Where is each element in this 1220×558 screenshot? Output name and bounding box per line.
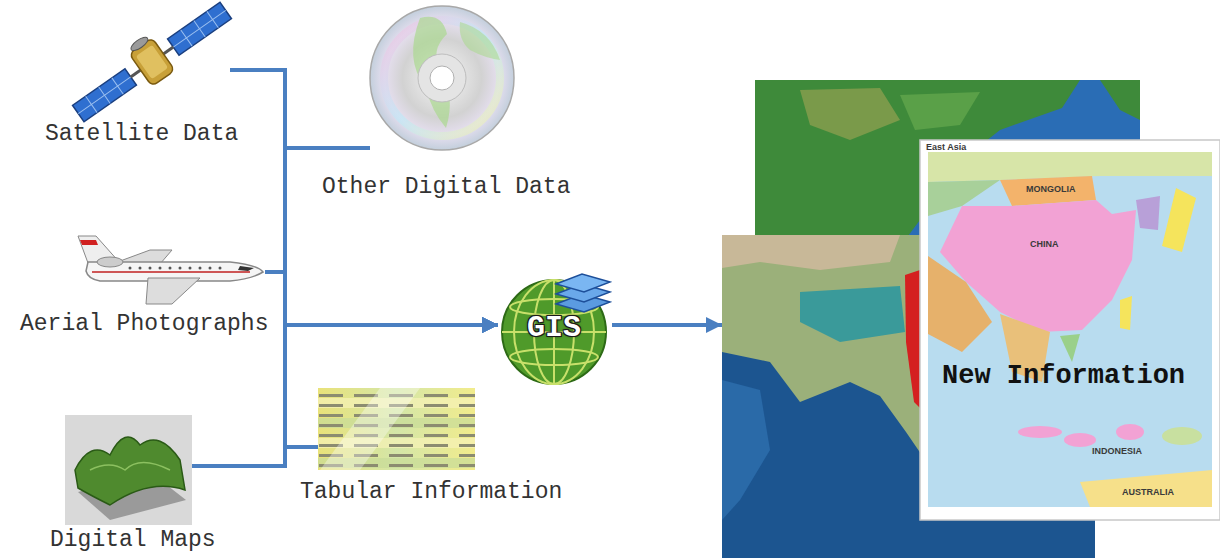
cd-icon-part bbox=[418, 54, 466, 102]
political-map-part bbox=[928, 152, 1212, 507]
political-map bbox=[920, 140, 1220, 520]
airplane-icon-part bbox=[149, 267, 152, 270]
political-map-part bbox=[920, 140, 1220, 520]
source-label: Aerial Photographs bbox=[20, 312, 268, 337]
topographic-map-part bbox=[800, 88, 900, 140]
map-label: INDONESIA bbox=[1092, 447, 1142, 457]
political-map-part bbox=[1120, 296, 1132, 330]
airplane-icon-part bbox=[80, 240, 98, 245]
airplane-icon bbox=[78, 236, 263, 304]
satellite-icon-part bbox=[136, 45, 168, 79]
satellite-source: Satellite Data bbox=[80, 0, 230, 112]
physical-map-part bbox=[722, 380, 770, 520]
political-map-part bbox=[1064, 433, 1096, 447]
table-icon bbox=[318, 388, 475, 470]
cd-icon-part bbox=[370, 6, 514, 150]
table-icon-part bbox=[318, 388, 475, 470]
airplane-icon-part bbox=[92, 271, 250, 273]
digital-data-source: Other Digital Data bbox=[370, 5, 515, 151]
cd-icon bbox=[370, 6, 514, 150]
flow-arrow bbox=[265, 272, 498, 325]
airplane-icon-part bbox=[189, 267, 192, 270]
cd-icon-part bbox=[430, 66, 454, 90]
airplane-icon-part bbox=[179, 267, 182, 270]
map-label: MONGOLIA bbox=[1026, 185, 1076, 195]
political-map-part bbox=[1116, 424, 1144, 440]
satellite-icon-part bbox=[173, 10, 225, 47]
terrain-map-icon-part bbox=[90, 463, 170, 471]
political-map-part bbox=[1162, 427, 1202, 445]
table-icon-part bbox=[320, 388, 420, 470]
cd-icon-part bbox=[460, 22, 500, 60]
terrain-map-icon bbox=[65, 415, 192, 525]
source-label: Tabular Information bbox=[300, 480, 562, 505]
airplane-icon-part bbox=[129, 267, 132, 270]
satellite-icon bbox=[63, 0, 237, 130]
flow-arrow bbox=[612, 323, 722, 327]
airplane-icon-part bbox=[146, 278, 200, 304]
political-map-part bbox=[1162, 188, 1196, 252]
satellite-icon-part bbox=[168, 2, 232, 55]
political-map-part bbox=[1060, 334, 1080, 362]
map-label: East Asia bbox=[926, 143, 966, 153]
physical-map-part bbox=[722, 235, 900, 270]
political-map-part bbox=[1080, 470, 1212, 507]
physical-map-part bbox=[800, 286, 905, 342]
node-text: New Information bbox=[942, 362, 1185, 392]
terrain-map-icon-part bbox=[75, 437, 185, 505]
map-output: New Information bbox=[722, 80, 1220, 558]
satellite-icon-part bbox=[78, 77, 130, 114]
airplane-icon-part bbox=[159, 267, 162, 270]
satellite-icon-part bbox=[129, 35, 150, 53]
airplane-icon-part bbox=[209, 267, 212, 270]
flow-arrow bbox=[192, 325, 498, 466]
political-map-part bbox=[1136, 196, 1160, 230]
map-label: CHINA bbox=[1030, 240, 1059, 250]
airplane-icon-part bbox=[219, 267, 222, 270]
airplane-icon-part bbox=[199, 267, 202, 270]
globe-symbol-part bbox=[556, 274, 610, 292]
globe-symbol-part bbox=[510, 349, 598, 365]
gis-globe: GIS bbox=[498, 262, 612, 388]
terrain-map-icon-part bbox=[65, 415, 192, 525]
source-label: Digital Maps bbox=[50, 528, 216, 553]
flow-arrow bbox=[285, 325, 498, 447]
source-label: Satellite Data bbox=[45, 122, 238, 147]
topographic-map-part bbox=[1100, 80, 1140, 120]
source-label: Other Digital Data bbox=[322, 175, 570, 200]
node-text: GIS bbox=[527, 312, 581, 345]
aerial-photo-source: Aerial Photographs bbox=[75, 236, 265, 306]
satellite-icon-part bbox=[73, 69, 137, 122]
map-label: AUSTRALIA bbox=[1122, 488, 1174, 498]
topographic-map-part bbox=[900, 92, 980, 130]
political-map-part bbox=[928, 256, 992, 352]
airplane-icon-part bbox=[238, 266, 254, 271]
airplane-icon-part bbox=[97, 257, 123, 267]
airplane-icon-part bbox=[139, 267, 142, 270]
digital-map-source: Digital Maps bbox=[65, 415, 192, 525]
tabular-source: Tabular Information bbox=[318, 388, 475, 470]
airplane-icon-part bbox=[169, 267, 172, 270]
table-icon-part bbox=[318, 388, 475, 470]
political-map-part bbox=[1018, 426, 1062, 438]
